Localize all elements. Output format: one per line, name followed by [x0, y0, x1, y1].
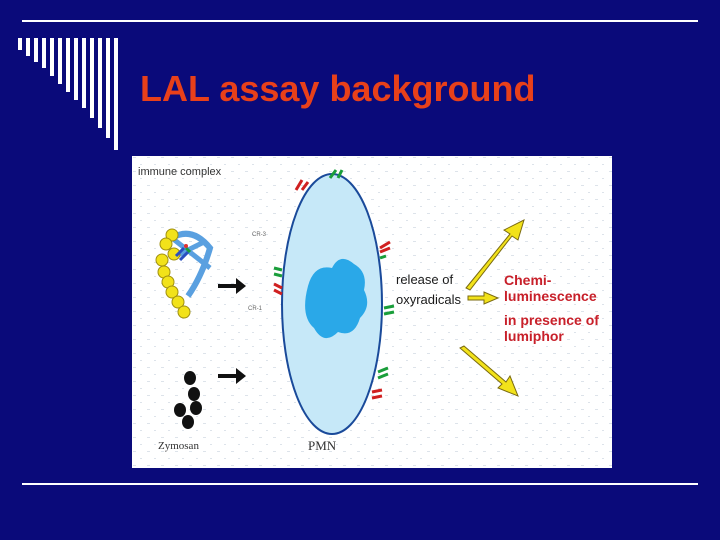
- receptors: [273, 169, 395, 400]
- chemi-label-line1: Chemi-: [504, 272, 552, 288]
- arrow-icon: [218, 368, 246, 384]
- release-label-line1: release of: [396, 272, 454, 287]
- arrow-icon: [218, 278, 246, 294]
- emission-arrows: [459, 219, 525, 397]
- decorative-bars: [18, 38, 118, 150]
- chemi-label-line2: luminescence: [504, 288, 597, 304]
- cr3-label: CR-3: [252, 232, 267, 238]
- slide-title: LAL assay background: [140, 68, 536, 109]
- bottom-divider-line: [22, 483, 698, 485]
- presence-label-line2: lumiphor: [504, 328, 564, 344]
- nucleus: [305, 258, 368, 339]
- top-divider-line: [22, 20, 698, 22]
- zymosan-label: Zymosan: [158, 440, 199, 452]
- presence-label-line1: in presence of: [504, 312, 599, 328]
- immune-complex-label: immune complex: [138, 166, 222, 178]
- release-label-line2: oxyradicals: [396, 292, 462, 307]
- cr1-label: CR-1: [248, 306, 263, 312]
- pmn-label: PMN: [308, 438, 337, 453]
- immune-complex-graphic: [155, 228, 214, 319]
- figure-drawing: [132, 156, 612, 468]
- figure-panel: immune complex CR-3 CR-1 release of oxyr…: [132, 156, 612, 468]
- zymosan-particles: [174, 371, 202, 429]
